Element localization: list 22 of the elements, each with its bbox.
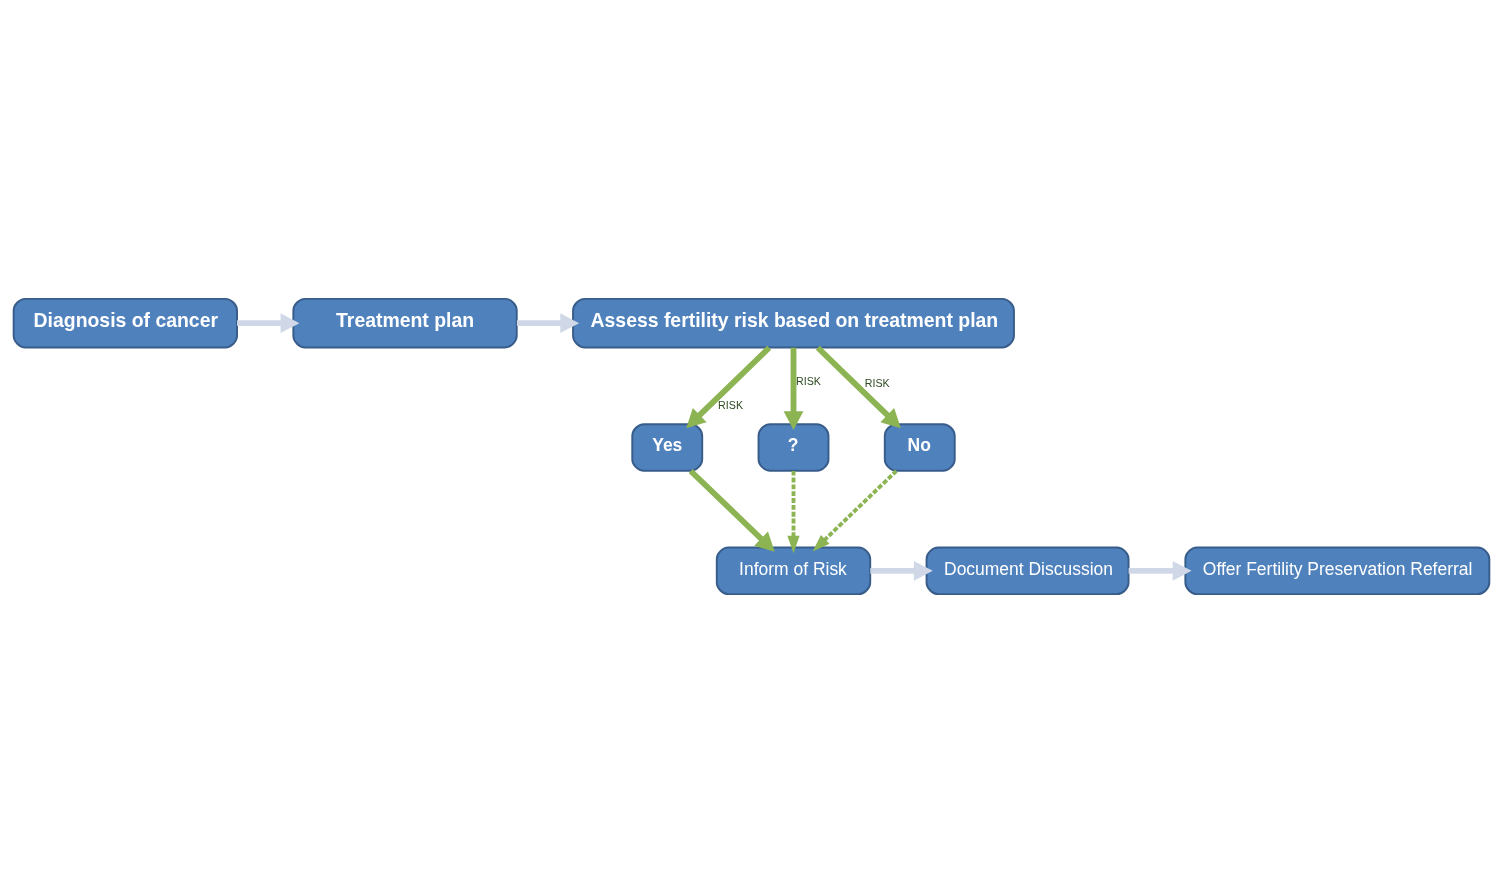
arrow xyxy=(870,560,933,581)
arrow xyxy=(686,345,772,429)
node-box: Inform of Risk xyxy=(715,546,872,596)
edge-label: RISK xyxy=(864,377,890,390)
node-box: ? xyxy=(757,423,830,472)
arrow xyxy=(787,471,800,554)
node-box: Diagnosis of cancer xyxy=(12,297,238,349)
edge-label: RISK xyxy=(718,398,744,411)
edge-label: RISK xyxy=(795,375,821,388)
node-box: Yes xyxy=(631,423,704,472)
arrow xyxy=(688,468,775,552)
node-box: Offer Fertility Preservation Referral xyxy=(1184,546,1491,596)
arrow xyxy=(815,345,901,429)
arrow xyxy=(516,313,580,334)
arrow xyxy=(783,347,804,431)
node-box: Treatment plan xyxy=(292,297,518,349)
arrow xyxy=(1128,560,1192,581)
node-box: No xyxy=(883,423,956,472)
arrow xyxy=(237,313,300,334)
node-box: Document Discussion xyxy=(925,546,1130,596)
node-box: Assess fertility risk based on treatment plan xyxy=(572,297,1015,349)
arrow xyxy=(812,469,898,552)
